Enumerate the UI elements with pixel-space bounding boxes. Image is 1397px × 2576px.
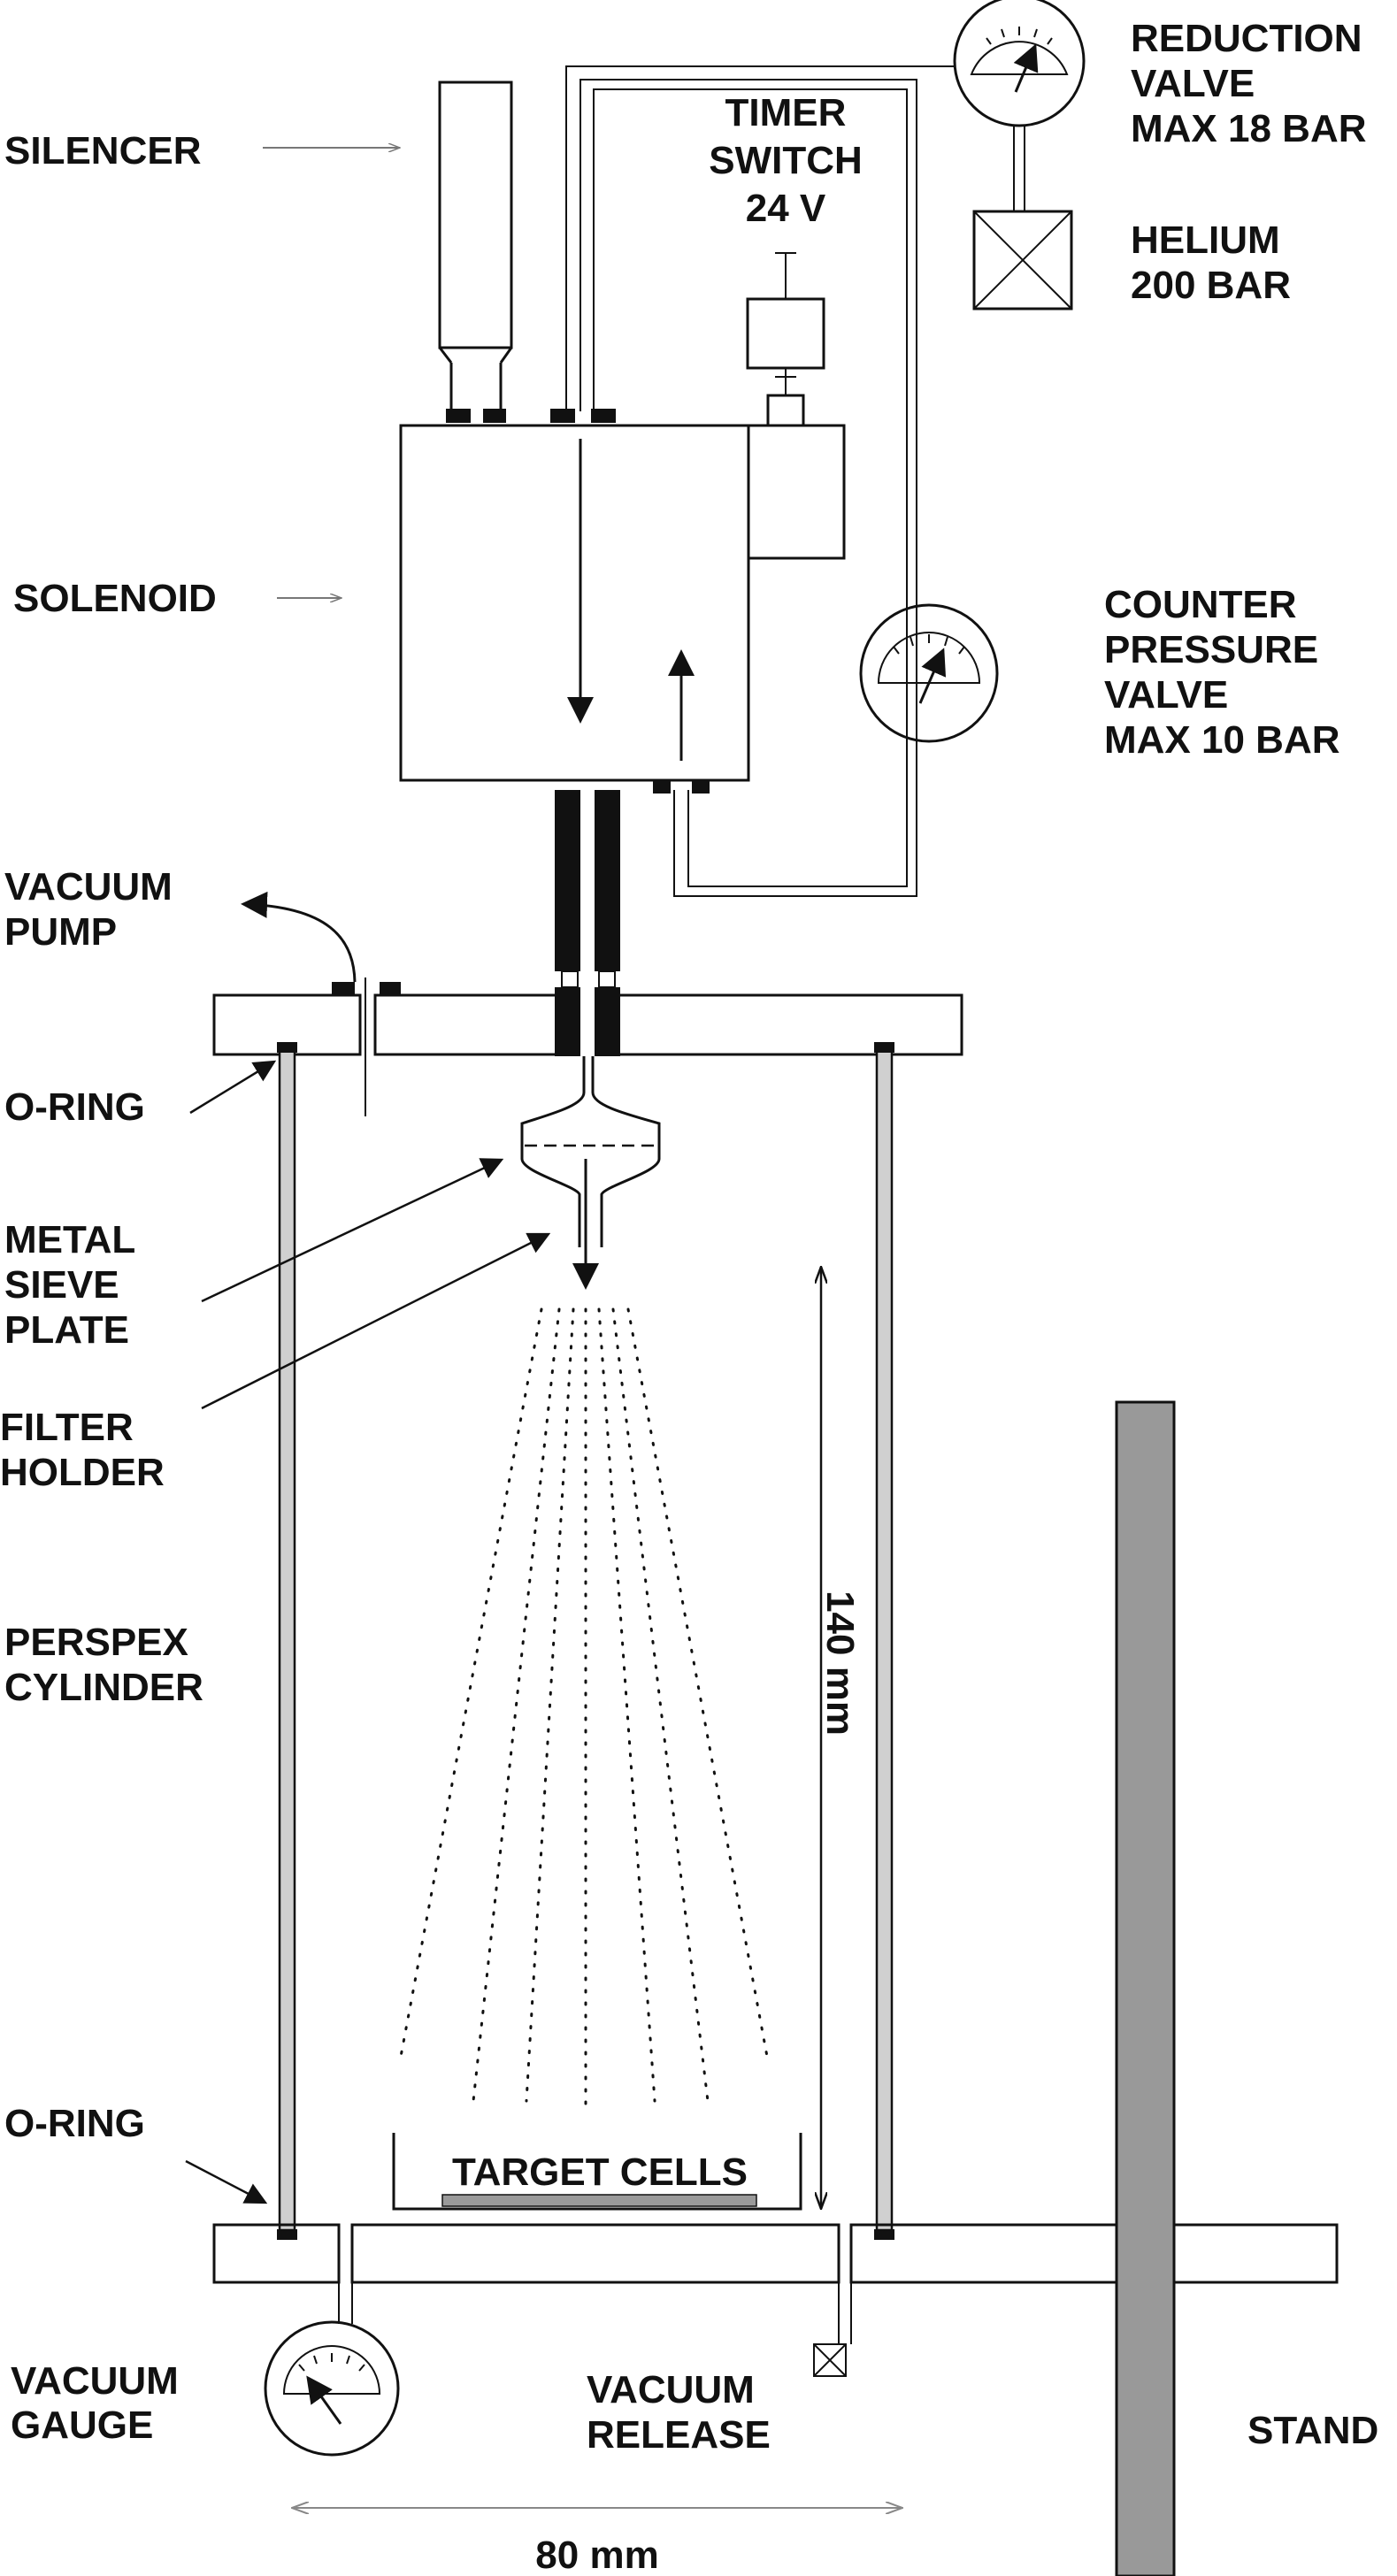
metal-sieve-label-2: SIEVE bbox=[4, 1263, 119, 1307]
label-width-dimension: 80 mm bbox=[535, 2534, 658, 2576]
label-oring-top: O-RING bbox=[4, 1085, 145, 1129]
perspex-cylinder bbox=[277, 1042, 894, 2240]
label-reduction-valve: REDUCTION VALVE MAX 18 BAR bbox=[1131, 17, 1367, 150]
bottom-plate bbox=[212, 2223, 1339, 2284]
oring-bottom-pointer bbox=[185, 2159, 268, 2204]
vacuum-pump-label-2: PUMP bbox=[4, 910, 117, 954]
particle-spray bbox=[398, 1307, 770, 2107]
width-dimension-label: 80 mm bbox=[535, 2534, 658, 2576]
label-silencer: SILENCER bbox=[4, 129, 201, 172]
label-counter-pressure: COUNTER PRESSURE VALVE MAX 10 BAR bbox=[1104, 583, 1340, 762]
label-metal-sieve-plate: METAL SIEVE PLATE bbox=[4, 1218, 135, 1352]
timer-switch-label-2: SWITCH bbox=[709, 139, 863, 182]
oring-bottom-label: O-RING bbox=[4, 2102, 145, 2145]
filter-holder-label-2: HOLDER bbox=[0, 1451, 165, 1494]
vacuum-release-label-1: VACUUM bbox=[587, 2368, 755, 2411]
reduction-valve-label-3: MAX 18 BAR bbox=[1131, 107, 1367, 150]
label-solenoid: SOLENOID bbox=[13, 577, 217, 620]
label-vacuum-pump: VACUUM PUMP bbox=[4, 865, 173, 954]
vacuum-gauge bbox=[264, 2282, 400, 2457]
label-height-dimension: 140 mm bbox=[818, 1591, 862, 1736]
vacuum-pump-label-1: VACUUM bbox=[4, 865, 173, 908]
solenoid-block bbox=[399, 424, 846, 794]
filter-holder-label-1: FILTER bbox=[0, 1406, 134, 1449]
label-target-cells: TARGET CELLS bbox=[452, 2150, 748, 2194]
filter-holder-pointer bbox=[201, 1232, 551, 1410]
helium-label-2: 200 BAR bbox=[1131, 264, 1291, 307]
vacuum-gauge-label-1: VACUUM bbox=[11, 2359, 179, 2403]
reduction-valve-label-1: REDUCTION bbox=[1131, 17, 1362, 60]
metal-sieve-pointer bbox=[201, 1158, 504, 1303]
helium-cylinder-symbol bbox=[972, 210, 1073, 310]
timer-switch bbox=[746, 252, 825, 427]
label-vacuum-release: VACUUM RELEASE bbox=[587, 2368, 771, 2457]
filter-holder bbox=[520, 1056, 661, 1290]
label-filter-holder: FILTER HOLDER bbox=[0, 1406, 165, 1494]
vacuum-release-valve bbox=[813, 2282, 852, 2377]
vacuum-pump-arrow bbox=[241, 891, 357, 983]
label-perspex-cylinder: PERSPEX CYLINDER bbox=[4, 1621, 203, 1709]
reduction-valve-gauge bbox=[953, 0, 1086, 127]
target-cells-label: TARGET CELLS bbox=[452, 2150, 748, 2194]
metal-sieve-label-1: METAL bbox=[4, 1218, 135, 1261]
label-timer-switch: TIMER SWITCH 24 V bbox=[709, 91, 863, 230]
label-helium: HELIUM 200 BAR bbox=[1131, 218, 1291, 307]
vacuum-release-label-2: RELEASE bbox=[587, 2413, 771, 2457]
counter-pressure-label-3: VALVE bbox=[1104, 673, 1228, 717]
silencer bbox=[438, 80, 513, 423]
silencer-label: SILENCER bbox=[4, 129, 201, 172]
timer-switch-label-3: 24 V bbox=[746, 187, 826, 230]
stand-label: STAND bbox=[1247, 2409, 1378, 2452]
counter-pressure-valve-gauge bbox=[859, 603, 999, 743]
reduction-valve-label-2: VALVE bbox=[1131, 62, 1255, 105]
helium-gas-line bbox=[550, 65, 956, 897]
label-stand: STAND bbox=[1247, 2409, 1378, 2452]
counter-pressure-label-1: COUNTER bbox=[1104, 583, 1297, 626]
label-oring-bottom: O-RING bbox=[4, 2102, 145, 2145]
stand bbox=[1115, 1400, 1176, 2576]
perspex-label-1: PERSPEX bbox=[4, 1621, 188, 1664]
metal-sieve-label-3: PLATE bbox=[4, 1308, 129, 1352]
perspex-label-2: CYLINDER bbox=[4, 1666, 203, 1709]
vacuum-gauge-label-2: GAUGE bbox=[11, 2404, 153, 2447]
counter-pressure-label-2: PRESSURE bbox=[1104, 628, 1318, 671]
solenoid-label: SOLENOID bbox=[13, 577, 217, 620]
label-vacuum-gauge: VACUUM GAUGE bbox=[11, 2359, 179, 2447]
top-plate bbox=[212, 978, 963, 1116]
height-dimension-label: 140 mm bbox=[818, 1591, 862, 1736]
counter-pressure-label-4: MAX 10 BAR bbox=[1104, 718, 1340, 762]
nozzle-barrel bbox=[555, 790, 620, 1056]
timer-switch-label-1: TIMER bbox=[725, 91, 847, 134]
helium-label-1: HELIUM bbox=[1131, 218, 1280, 262]
oring-top-label: O-RING bbox=[4, 1085, 145, 1129]
oring-top-pointer bbox=[189, 1060, 277, 1115]
target-dish bbox=[392, 2133, 802, 2211]
